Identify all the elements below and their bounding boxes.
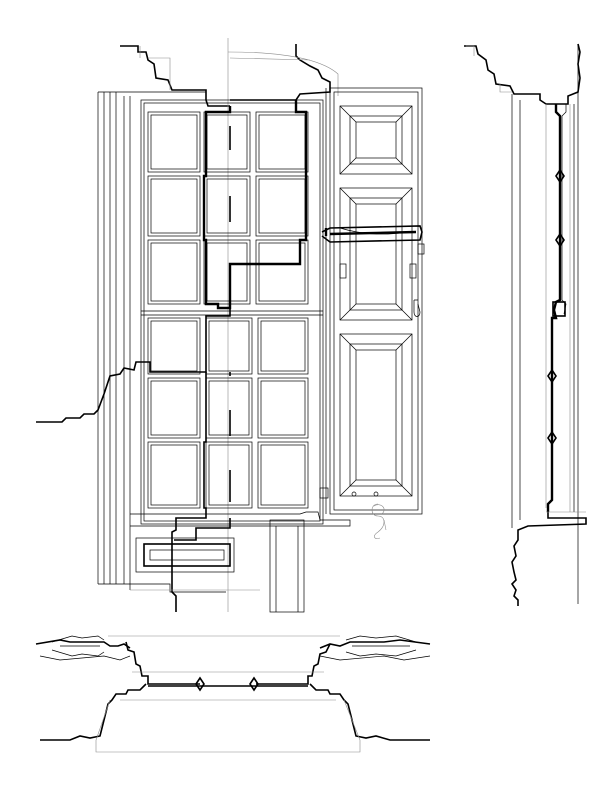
vertical-section-view — [464, 43, 587, 606]
section-cornice-profile — [464, 43, 581, 105]
glazing-bar-sections — [547, 168, 566, 446]
shutter-panel-bottom — [339, 333, 413, 497]
plan-jamb-left — [125, 641, 200, 685]
shutter-knob — [413, 299, 421, 317]
shutter-bar — [321, 225, 423, 243]
shutter-panel-top — [339, 105, 413, 175]
shutter-hinge — [409, 263, 417, 279]
plan-jamb-right — [256, 643, 331, 685]
shutter-hook — [371, 503, 385, 539]
cornice-profile-right — [230, 44, 331, 101]
plan-section-view — [35, 635, 431, 753]
plan-reveal-left — [40, 683, 147, 741]
section-cut-line — [202, 100, 308, 310]
architrave — [97, 91, 206, 590]
shutter-hinge — [339, 263, 347, 279]
plan-wall-left — [35, 639, 131, 649]
cornice-profile — [120, 45, 230, 107]
shutter-panel-middle — [339, 187, 413, 321]
plan-shutter-leaves-left — [51, 635, 105, 657]
section-sash-profile — [546, 104, 562, 512]
sash-outer-frame — [140, 99, 324, 525]
section-sill-profile — [510, 512, 587, 606]
upper-sash-panes — [147, 111, 309, 305]
apron-panel — [98, 537, 260, 593]
elevation-view — [36, 38, 425, 613]
plan-shutter-leaves-right — [345, 635, 417, 657]
plan-reveal-right — [309, 683, 430, 741]
folding-shutter — [319, 87, 425, 515]
plan-glazing-bars — [148, 676, 308, 692]
sill — [130, 511, 351, 613]
